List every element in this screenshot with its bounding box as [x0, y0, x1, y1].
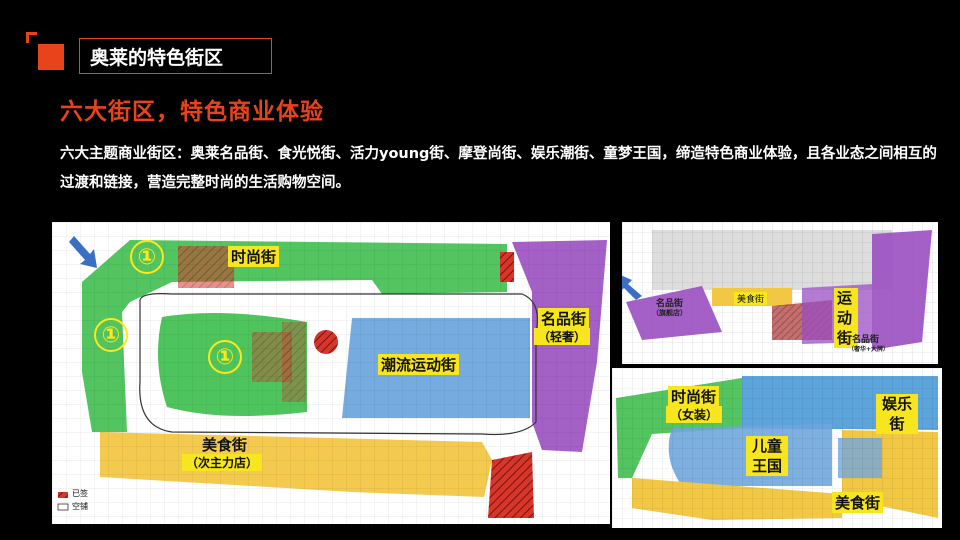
sports-char: 运 [837, 289, 853, 307]
corner-bracket-icon [26, 32, 37, 43]
kids-kingdom-label: 儿童 王国 [746, 436, 788, 476]
brand-street-small-label: 名品街 [656, 299, 684, 309]
food-street-sub-label: （次主力店） [182, 454, 263, 471]
entertainment-line: 娱乐 [881, 395, 912, 413]
fashion-street-label: 时尚街 [668, 386, 720, 407]
brand-street-sub-label: （轻奢） [534, 328, 591, 345]
legend-signed-label: 已签 [72, 489, 88, 498]
trend-sports-street-label: 潮流运动街 [378, 354, 460, 375]
top-right-floor-plan: 名品街 （旗舰店） 美食街 运 动 街 名品街 （奢华+大牌） [622, 222, 938, 364]
page-title: 奥莱的特色街区 [79, 38, 272, 74]
fashion-street-sub-label: （女装） [666, 406, 723, 423]
zone-number-circle: ① [130, 240, 164, 274]
entertainment-line: 街 [889, 415, 905, 433]
legend-vacant-label: 空铺 [72, 502, 88, 511]
bottom-right-floor-plan: 时尚街 （女装） 娱乐 街 儿童 王国 美食街 [612, 368, 942, 528]
sports-char: 动 [837, 309, 853, 327]
zone-number-circle: ① [208, 340, 242, 374]
food-street-label: 美食街 [202, 436, 248, 454]
brand-street-small2-label: 名品街 [852, 335, 880, 345]
top-right-floor-plan-drawing [622, 222, 938, 364]
section-subtitle: 六大街区，特色商业体验 [60, 99, 324, 125]
main-floor-plan: 已签 空铺 ① ① ① 时尚街 潮流运动街 名品街 （轻奢） 美食街 （次主力店… [52, 222, 610, 524]
kids-line: 王国 [751, 457, 782, 475]
brand-street-small-sub: （旗舰店） [652, 309, 687, 317]
food-street-small-label: 美食街 [734, 292, 768, 305]
zone-number-circle: ① [94, 318, 128, 352]
description-text: 六大主题商业街区：奥莱名品街、食光悦街、活力young街、摩登尚街、娱乐潮街、童… [60, 146, 937, 191]
arrow-icon [69, 236, 97, 268]
food-street-label: 美食街 [832, 492, 884, 513]
kids-line: 儿童 [751, 437, 782, 455]
title-square-icon [38, 44, 64, 70]
entertainment-street-label: 娱乐 街 [876, 394, 918, 434]
sports-char: 街 [837, 329, 853, 347]
sports-street-vertical-label: 运 动 街 [834, 288, 858, 348]
fashion-street-label: 时尚街 [228, 246, 280, 267]
brand-street-label: 名品街 [538, 308, 590, 329]
brand-street-small2-sub: （奢华+大牌） [848, 346, 890, 353]
